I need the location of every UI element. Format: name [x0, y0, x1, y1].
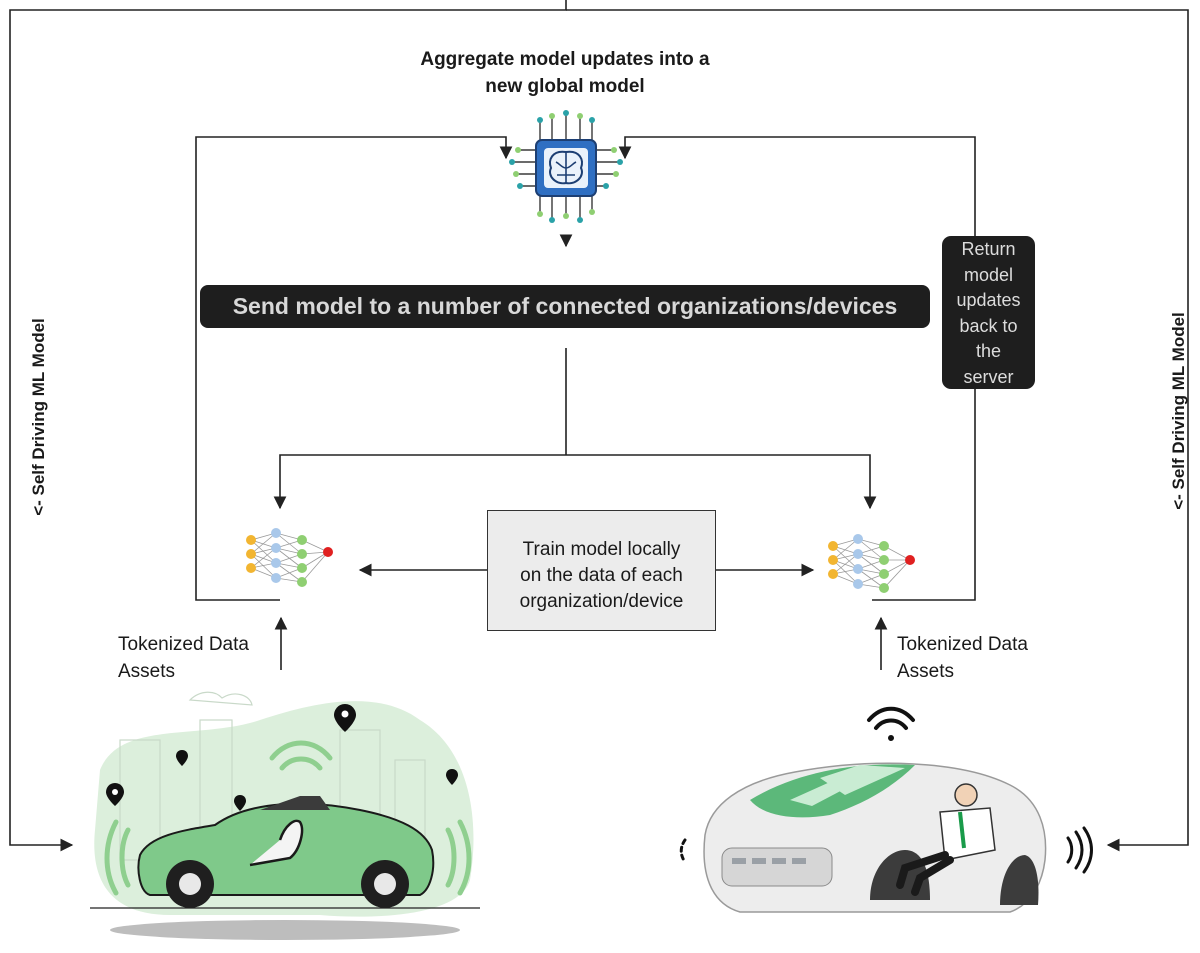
- return-updates-box: Return model updates back to the server: [942, 236, 1035, 389]
- return-line: updates: [956, 290, 1021, 310]
- return-line: model: [963, 264, 1014, 285]
- aggregate-caption-line2: new global model: [485, 76, 645, 97]
- tokenized-data-label-right: Tokenized Data Assets: [897, 631, 1028, 685]
- train-line: Train model locally: [522, 539, 681, 560]
- aggregate-caption-line1: Aggregate model updates into a: [420, 49, 710, 70]
- side-label-right: <- Self Driving ML Model: [1169, 312, 1188, 510]
- return-line: the: [975, 341, 1002, 361]
- left-update-connector: [195, 136, 513, 601]
- send-split-connector: [273, 348, 877, 510]
- send-model-box: Send model to a number of connected orga…: [200, 285, 930, 328]
- aggregate-caption: Aggregate model updates into a new globa…: [370, 46, 760, 100]
- tokenized-line2: Assets: [897, 661, 955, 682]
- return-line: back to: [959, 315, 1018, 336]
- self-driving-car-illustration: [90, 691, 480, 940]
- right-update-connector: [618, 136, 976, 601]
- tokenized-line2: Assets: [118, 661, 176, 682]
- tokenized-line1: Tokenized Data: [897, 634, 1028, 655]
- outer-loop-connector: [9, 0, 1189, 852]
- return-line: server: [963, 366, 1014, 387]
- ai-chip-brain-icon: [509, 110, 623, 223]
- tokenized-line1: Tokenized Data: [118, 634, 249, 655]
- train-locally-box: Train model locally on the data of each …: [487, 510, 716, 631]
- wifi-signal-icon: [679, 826, 1093, 874]
- tokenized-data-label-left: Tokenized Data Assets: [118, 631, 249, 685]
- self-driving-car-illustration: [679, 706, 1093, 913]
- wifi-signal-icon: [867, 706, 915, 741]
- side-label-left: <- Self Driving ML Model: [29, 318, 48, 516]
- train-line: organization/device: [519, 591, 684, 612]
- neural-network-icon: [828, 534, 915, 593]
- return-line: Return: [961, 239, 1016, 259]
- neural-network-icon: [246, 528, 333, 587]
- train-line: on the data of each: [520, 565, 683, 586]
